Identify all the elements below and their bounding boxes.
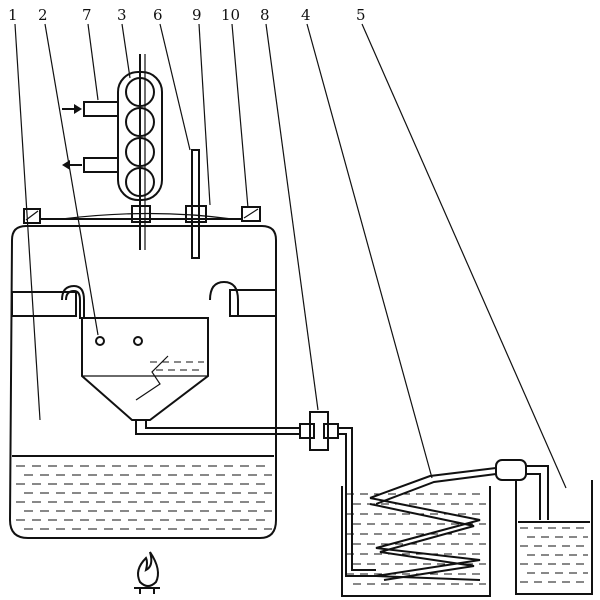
cooling-inlet-port [83,101,119,117]
label-2: 2 [38,6,48,24]
coil-bath [341,467,497,597]
reference-numbers: 1 2 7 3 6 9 10 8 4 5 [8,6,366,24]
cooling-outlet-port [83,157,119,173]
burner-icon [134,551,160,594]
outlet-pipe [135,411,376,577]
leader-3 [121,23,131,79]
basket-body [81,317,209,421]
condenser-stopper [131,205,151,223]
connector-5 [495,459,527,481]
thermometer-rod [185,149,207,259]
rod-stopper [185,205,207,223]
leader-2 [44,23,99,336]
bulb-condenser [117,54,163,250]
gasket-9 [61,212,233,220]
label-8: 8 [260,6,270,24]
leader-5 [361,23,567,489]
leader-4 [306,23,433,479]
main-vessel [8,225,277,539]
label-5: 5 [356,6,366,24]
leader-7 [87,23,99,101]
label-7: 7 [82,6,92,24]
hook-left [61,284,85,319]
label-3: 3 [117,6,127,24]
label-1: 1 [8,6,18,24]
leader-6 [159,23,191,151]
cooling-coil [369,497,481,581]
rod [191,149,200,259]
cooling-ports [62,101,119,173]
label-4: 4 [301,6,311,24]
flame-icon [137,551,159,587]
leader-lines [14,23,567,489]
basket-hole [95,336,105,346]
valve-8 [309,411,329,451]
coil-outlet-tube [369,467,497,499]
leader-9 [198,23,211,206]
label-6: 6 [153,6,163,24]
lid-assembly [23,206,261,224]
solid-charge [135,355,169,401]
leader-10 [231,23,249,209]
inner-basket [11,280,277,421]
hook-right [209,280,239,316]
basket-liquid [150,361,204,371]
basket-hole [133,336,143,346]
label-10: 10 [221,6,240,24]
receiver-flask [515,480,593,595]
shelf-left [11,291,77,317]
label-9: 9 [192,6,202,24]
vessel-body [8,225,277,539]
bath-vessel [341,486,491,597]
shelf-right [229,289,277,317]
lid-clamp-left [23,208,41,224]
leader-8 [265,23,319,411]
receiver [495,459,593,595]
receiver-liquid [518,521,590,583]
lid-clamp-right [241,206,261,222]
vessel-liquid [12,455,274,530]
bath-liquid [346,493,486,585]
